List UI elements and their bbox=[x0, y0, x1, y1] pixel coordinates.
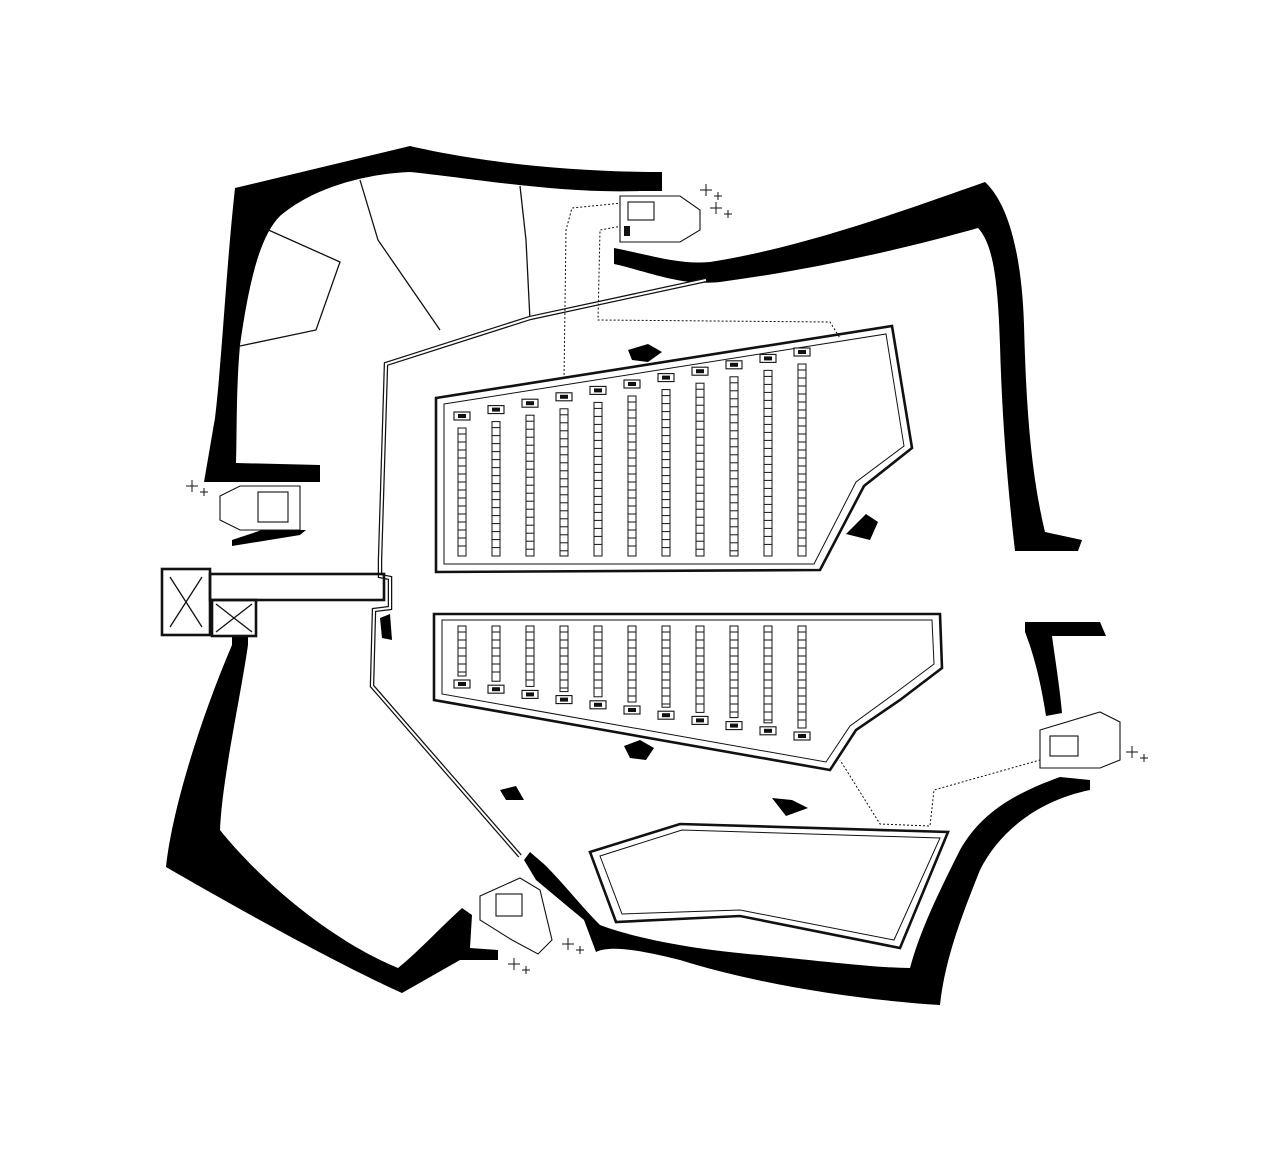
outer-wall-south bbox=[524, 777, 1090, 1005]
outer-wall-southwest bbox=[166, 645, 498, 993]
north-service-path bbox=[597, 225, 841, 339]
cabinet-upper-5-core bbox=[594, 388, 602, 393]
outer-wall-northwest bbox=[204, 146, 662, 482]
cabinet-upper-8-core bbox=[696, 369, 704, 374]
cabinet-lower-1-core bbox=[458, 682, 466, 686]
compass-mark-1 bbox=[700, 184, 722, 200]
site-lines bbox=[239, 179, 531, 347]
outer-wall-east bbox=[1025, 622, 1106, 716]
compass-mark-4 bbox=[1126, 746, 1148, 762]
rocks bbox=[380, 344, 878, 816]
cabinet-lower-11-core bbox=[798, 734, 806, 738]
shelf-upper-2 bbox=[491, 421, 501, 557]
shelf-upper-6 bbox=[627, 395, 637, 557]
vault-lower-inner bbox=[441, 619, 935, 763]
cabinet-upper-10-core bbox=[764, 356, 772, 361]
vault-upper-outer bbox=[434, 324, 914, 574]
north-guard-room bbox=[627, 201, 655, 221]
west-entrance-pier bbox=[232, 530, 306, 546]
compass-mark-2 bbox=[710, 202, 732, 218]
north-path bbox=[563, 202, 623, 381]
rock-3 bbox=[380, 614, 392, 640]
vault-lower bbox=[432, 612, 944, 772]
shelf-upper-5 bbox=[593, 401, 603, 557]
vault-upper-inner bbox=[443, 333, 905, 565]
west-gate-x4 bbox=[215, 603, 253, 633]
reflecting-pool bbox=[588, 822, 950, 950]
shelf-upper-10 bbox=[763, 369, 773, 557]
rock-5 bbox=[500, 786, 524, 800]
cabinet-upper-7-core bbox=[662, 375, 670, 380]
cabinet-upper-1-core bbox=[458, 414, 466, 418]
cabinet-lower-6-core bbox=[628, 708, 636, 712]
rock-2 bbox=[846, 514, 878, 540]
shelf-upper-1 bbox=[457, 427, 467, 557]
cabinet-lower-2-core bbox=[492, 687, 500, 692]
west-gate-x2 bbox=[169, 576, 203, 628]
vault-lower-outer bbox=[432, 612, 944, 772]
west-corridor-bar bbox=[208, 572, 386, 602]
pool-outer bbox=[588, 822, 950, 950]
rock-6 bbox=[772, 798, 808, 816]
vault-upper-shelves bbox=[453, 347, 811, 557]
cabinet-lower-4-core bbox=[560, 697, 568, 702]
shelf-upper-11 bbox=[797, 363, 807, 557]
west-entrance bbox=[160, 485, 386, 638]
outer-wall-west-lower bbox=[232, 636, 248, 645]
outer-wall-north bbox=[614, 182, 1082, 551]
site-line-1 bbox=[239, 227, 341, 347]
shelf-lower-1 bbox=[457, 625, 467, 677]
shelf-lower-2 bbox=[491, 625, 501, 682]
shelf-lower-11 bbox=[797, 625, 807, 729]
vault-lower-shelves bbox=[453, 625, 811, 741]
cabinet-lower-5-core bbox=[594, 702, 602, 707]
shelf-upper-9 bbox=[729, 376, 739, 557]
cabinet-upper-6-core bbox=[628, 382, 636, 386]
site-line-2 bbox=[359, 179, 441, 331]
pool-inner bbox=[599, 829, 941, 941]
vault-upper bbox=[434, 324, 914, 574]
compass-mark-3 bbox=[186, 480, 208, 496]
cabinet-lower-9-core bbox=[730, 723, 738, 728]
shelf-lower-8 bbox=[695, 625, 705, 713]
compass-mark-5 bbox=[562, 938, 584, 954]
cabinet-upper-3-core bbox=[526, 401, 534, 406]
compass-marks bbox=[186, 184, 1148, 974]
shelf-lower-4 bbox=[559, 625, 569, 693]
shelf-lower-10 bbox=[763, 625, 773, 724]
guard-huts bbox=[479, 195, 1121, 955]
east-guard-room bbox=[1049, 735, 1079, 757]
compass-mark-6 bbox=[508, 958, 530, 974]
shelf-upper-7 bbox=[661, 389, 671, 557]
north-guard-bench bbox=[624, 226, 630, 236]
cabinet-upper-11-core bbox=[798, 350, 806, 354]
south-guard-room bbox=[495, 893, 523, 917]
rock-4 bbox=[624, 740, 654, 760]
site-line-3 bbox=[519, 185, 531, 321]
west-guard-room bbox=[257, 491, 289, 523]
outer-walls bbox=[166, 146, 1106, 1005]
cabinet-lower-10-core bbox=[764, 728, 772, 733]
cabinet-upper-2-core bbox=[492, 407, 500, 412]
cabinet-lower-8-core bbox=[696, 718, 704, 723]
cabinet-upper-4-core bbox=[560, 394, 568, 399]
shelf-lower-5 bbox=[593, 625, 603, 698]
cabinet-upper-9-core bbox=[730, 362, 738, 367]
shelf-lower-7 bbox=[661, 625, 671, 708]
west-gate-box bbox=[160, 567, 212, 637]
cabinet-lower-3-core bbox=[526, 692, 534, 697]
cabinet-lower-7-core bbox=[662, 713, 670, 718]
shelf-upper-4 bbox=[559, 408, 569, 557]
rock-1 bbox=[628, 344, 662, 362]
